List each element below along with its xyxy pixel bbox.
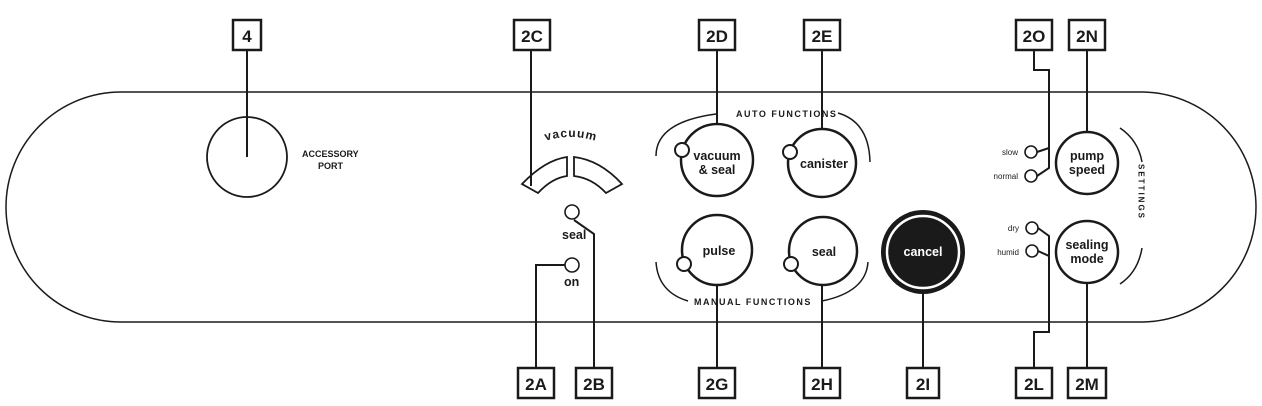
humid-indicator-light [1025,244,1039,258]
callout-2g-text: 2G [706,375,729,394]
callout-2c: 2C [512,18,552,52]
normal-label: normal [994,172,1019,181]
callout-2h: 2H [802,366,842,400]
seal-button-indicator-notch [783,256,799,272]
callout-2d-text: 2D [706,27,728,46]
callout-2e-text: 2E [812,27,833,46]
leader-line-2l-lower [1037,250,1050,257]
vacuum-meter-right-segment [573,155,624,195]
cancel-button-label: cancel [904,245,943,259]
callout-4-text: 4 [242,27,252,46]
dry-label: dry [1008,224,1019,233]
callout-2a-text: 2A [525,375,547,394]
callout-2l: 2L [1014,366,1054,400]
callout-2o-text: 2O [1023,27,1046,46]
vacuum-label: vacuum [543,126,599,144]
dry-indicator-light [1025,221,1039,235]
sealing-mode-button-label-2: mode [1070,252,1103,266]
leader-line-2o-lower [1036,148,1050,177]
pump-speed-button-label: pump [1070,149,1104,163]
leader-line-2l [1033,227,1050,368]
callout-2i-text: 2I [916,375,930,394]
vacuum-seal-indicator-notch [674,142,690,158]
callout-2e: 2E [802,18,842,52]
callout-2o: 2O [1014,18,1054,52]
seal-indicator-label: seal [562,228,586,242]
leader-line-2b [573,219,595,368]
slow-label: slow [1002,148,1018,157]
callout-2l-text: 2L [1024,375,1044,394]
auto-functions-bracket [655,112,871,163]
on-indicator-light [564,257,580,273]
normal-indicator-light [1024,169,1038,183]
callout-2n: 2N [1067,18,1107,52]
control-panel-outline [5,91,1257,323]
callout-2c-text: 2C [521,27,543,46]
callout-2g: 2G [697,366,737,400]
callout-2h-text: 2H [811,375,833,394]
callout-2m: 2M [1066,366,1108,400]
vacuum-meter-left-segment [520,155,568,195]
pump-speed-button-label-2: speed [1069,163,1105,177]
callout-2i: 2I [905,366,941,400]
vacuum-seal-button-label-2: & seal [699,163,736,177]
slow-indicator-light [1024,145,1038,159]
callout-4: 4 [231,18,263,52]
callout-2b: 2B [574,366,614,400]
callout-2d: 2D [697,18,737,52]
pulse-indicator-notch [676,256,692,272]
cancel-button-ring-gap [885,214,961,290]
callout-2m-text: 2M [1075,375,1099,394]
seal-indicator-light [564,204,580,220]
manual-functions-bracket [655,261,869,302]
settings-bracket [1119,127,1143,285]
accessory-port-label-2: PORT [318,161,344,171]
callout-2b-text: 2B [583,375,605,394]
accessory-port-label: ACCESSORY [302,149,359,159]
leader-line-2a [535,264,565,368]
leader-line-2o [1033,50,1050,153]
vacuum-seal-button-label: vacuum [693,149,740,163]
seal-button-label: seal [812,245,836,259]
settings-label: SETTINGS [1137,164,1146,220]
cancel-button[interactable] [892,221,954,283]
canister-button-label: canister [800,157,848,171]
callout-2a: 2A [516,366,556,400]
manual-functions-label: MANUAL FUNCTIONS [694,297,812,307]
on-indicator-label: on [564,275,579,289]
sealing-mode-button-label: sealing [1065,238,1108,252]
auto-functions-label: AUTO FUNCTIONS [736,109,837,119]
callout-2n-text: 2N [1076,27,1098,46]
humid-label: humid [997,248,1019,257]
canister-indicator-notch [782,144,798,160]
pulse-button-label: pulse [703,244,736,258]
